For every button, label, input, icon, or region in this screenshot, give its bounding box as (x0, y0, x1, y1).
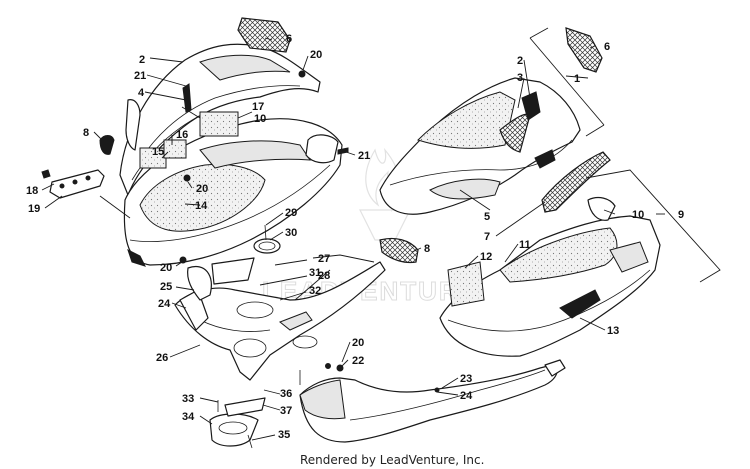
callout-35: 35 (278, 429, 290, 441)
callout-8-left: 8 (83, 127, 89, 139)
callout-25: 25 (160, 281, 172, 293)
callout-7: 7 (484, 231, 490, 243)
callout-29: 29 (285, 207, 297, 219)
callout-2-left: 2 (139, 54, 145, 66)
right-front-vent (541, 151, 611, 213)
left-hood-vent (237, 17, 291, 53)
callout-6-left: 6 (286, 33, 292, 45)
callout-21-top: 21 (134, 70, 146, 82)
callout-13: 13 (607, 325, 619, 337)
callout-15: 15 (152, 146, 164, 158)
callout-18: 18 (26, 185, 38, 197)
center-skid-plate (299, 359, 566, 443)
callout-22: 22 (352, 355, 364, 367)
callout-1: 1 (574, 73, 580, 85)
callout-10-right: 10 (632, 209, 644, 221)
decal-12 (447, 261, 485, 307)
callout-labels: 2 21 4 8 17 10 16 15 6 20 21 20 14 18 19… (26, 33, 684, 441)
left-fasteners (179, 70, 349, 264)
callout-37: 37 (280, 405, 292, 417)
callout-36: 36 (280, 388, 292, 400)
callout-10-left: 10 (254, 113, 266, 125)
callout-4: 4 (138, 87, 145, 99)
callout-34: 34 (182, 411, 195, 423)
callout-12: 12 (480, 251, 492, 263)
callout-30: 30 (285, 227, 297, 239)
callout-16: 16 (176, 129, 188, 141)
right-lower-cowl (439, 196, 661, 357)
callout-31: 31 (309, 267, 321, 279)
callout-6-right: 6 (604, 41, 610, 53)
left-bracket (49, 169, 105, 199)
callout-20-top: 20 (310, 49, 322, 61)
callout-21-right: 21 (358, 150, 370, 162)
callout-5: 5 (484, 211, 490, 223)
center-belly-pan (174, 224, 386, 449)
callout-33: 33 (182, 393, 194, 405)
assembly-brackets (529, 27, 721, 283)
decal-16 (163, 139, 187, 159)
callout-24-left: 24 (158, 298, 171, 310)
callout-20-mid: 20 (196, 183, 208, 195)
callout-20-center: 20 (352, 337, 364, 349)
callout-8-right: 8 (424, 243, 430, 255)
right-hood-vent (565, 27, 603, 73)
leader-lines (41, 37, 616, 441)
callout-19: 19 (28, 203, 40, 215)
callout-11: 11 (519, 239, 531, 251)
callout-28: 28 (318, 270, 330, 282)
left-side-intake (99, 135, 115, 155)
callout-26: 26 (156, 352, 168, 364)
footer-credit: Rendered by LeadVenture, Inc. (300, 453, 484, 467)
callout-23: 23 (460, 373, 472, 385)
callout-24-right: 24 (460, 390, 473, 402)
right-side-intake (379, 237, 419, 264)
callout-2-right: 2 (517, 55, 523, 67)
callout-9: 9 (678, 209, 684, 221)
callout-32: 32 (309, 285, 321, 297)
callout-27: 27 (318, 253, 330, 265)
decal-17 (199, 111, 239, 137)
callout-20-low: 20 (160, 262, 172, 274)
right-upper-hood (379, 77, 581, 215)
callout-17: 17 (252, 101, 264, 113)
callout-3: 3 (517, 72, 523, 84)
callout-14: 14 (195, 200, 208, 212)
